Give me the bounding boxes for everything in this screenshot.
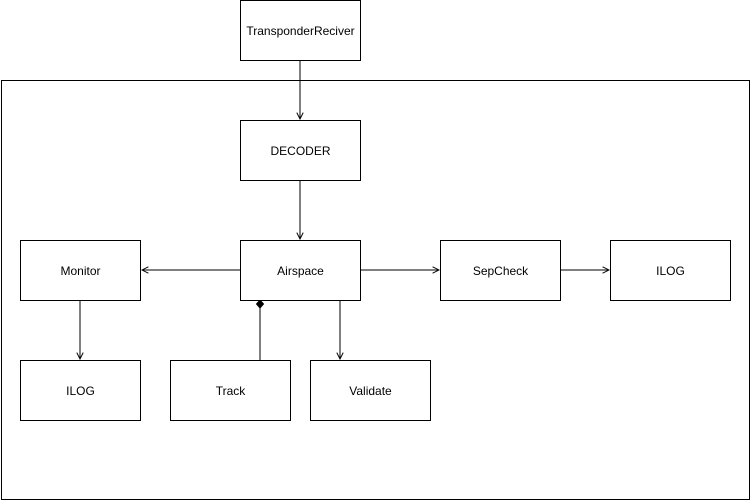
node-label: Airspace — [277, 263, 324, 278]
node-label: DECODER — [270, 143, 331, 158]
node-airspace[interactable]: Airspace — [240, 240, 361, 301]
node-validate[interactable]: Validate — [310, 360, 431, 421]
node-track[interactable]: Track — [170, 360, 291, 421]
node-label: Monitor — [60, 263, 101, 278]
node-transponder-receiver[interactable]: TransponderReciver — [240, 0, 361, 61]
system-boundary-frame — [1, 80, 750, 500]
node-label: Validate — [349, 383, 392, 398]
node-label: Track — [215, 383, 246, 398]
node-label: SepCheck — [472, 263, 529, 278]
node-sepcheck[interactable]: SepCheck — [440, 240, 561, 301]
node-label: ILOG — [656, 263, 685, 278]
node-ilog-right[interactable]: ILOG — [610, 240, 731, 301]
node-monitor[interactable]: Monitor — [20, 240, 141, 301]
composition-diamond — [255, 299, 265, 309]
node-decoder[interactable]: DECODER — [240, 120, 361, 181]
node-label: TransponderReciver — [246, 23, 355, 38]
node-ilog-left[interactable]: ILOG — [20, 360, 141, 421]
node-label: ILOG — [66, 383, 95, 398]
